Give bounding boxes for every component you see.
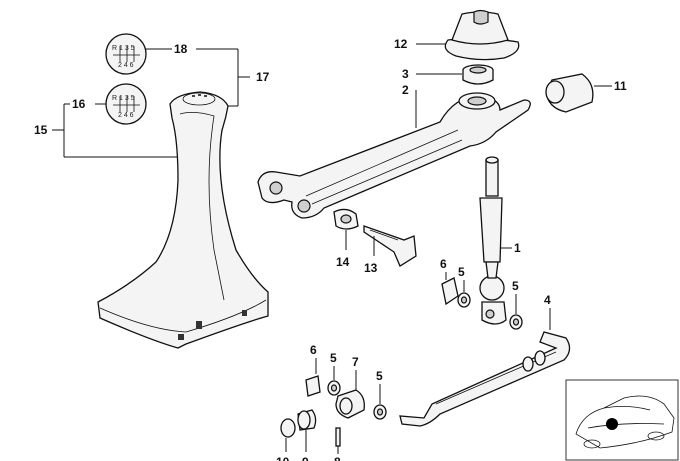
shift-lever-arm-2 [257,90,531,219]
location-marker-icon [606,418,618,430]
label-18: 18 [174,42,188,56]
washer-5-lower-left [327,366,341,396]
shift-rod-4 [399,308,571,427]
label-3: 3 [402,67,409,81]
shift-pattern-top-text-2: R 1 3 5 [112,95,135,102]
label-10: 10 [276,455,290,461]
bushing-9 [297,409,317,452]
label-5-lower-left: 5 [330,351,337,365]
cap-10 [280,418,296,452]
label-14: 14 [336,255,350,269]
clip-6-upper [441,272,459,306]
shift-pattern-bottom-text: 2 4 6 [118,62,134,69]
bushing-11 [545,73,612,113]
label-12: 12 [394,37,408,51]
gear-shift-lever-1 [479,156,512,325]
pin-8 [335,427,341,454]
label-6-upper: 6 [440,257,447,271]
washer-5-lower-right [373,384,387,420]
label-5-upper-left: 5 [458,265,465,279]
bushing-3 [416,64,494,85]
clip-6-lower [305,358,321,397]
label-1: 1 [514,241,521,255]
shift-pattern-bottom-text-2: 2 4 6 [118,112,134,119]
shift-pattern-top-text: R 1 3 5 [112,45,135,52]
label-5-upper-right: 5 [512,279,519,293]
label-11: 11 [614,79,627,93]
label-6-lower: 6 [310,343,317,357]
label-5-lower-right: 5 [376,369,383,383]
washer-5-upper-left [457,280,471,308]
shift-pattern-badge-18: R 1 3 5 2 4 6 [105,33,147,75]
bracket-14 [333,208,359,250]
label-4: 4 [544,293,551,307]
label-8: 8 [334,455,341,461]
label-7: 7 [352,355,359,369]
label-2: 2 [402,83,409,97]
label-9: 9 [302,455,309,461]
pin-holder-13 [363,225,417,267]
leader-lines-left [52,48,250,158]
joint-7 [335,370,365,419]
shift-pattern-badge-16: R 1 3 5 2 4 6 [105,83,147,125]
label-16: 16 [72,97,86,111]
washer-5-upper-right [509,294,523,330]
vehicle-thumbnail [565,379,679,461]
shift-boot-knob [97,91,269,349]
rubber-boot-12 [416,9,520,61]
label-13: 13 [364,261,378,275]
label-15: 15 [34,123,48,137]
label-17: 17 [256,70,270,84]
